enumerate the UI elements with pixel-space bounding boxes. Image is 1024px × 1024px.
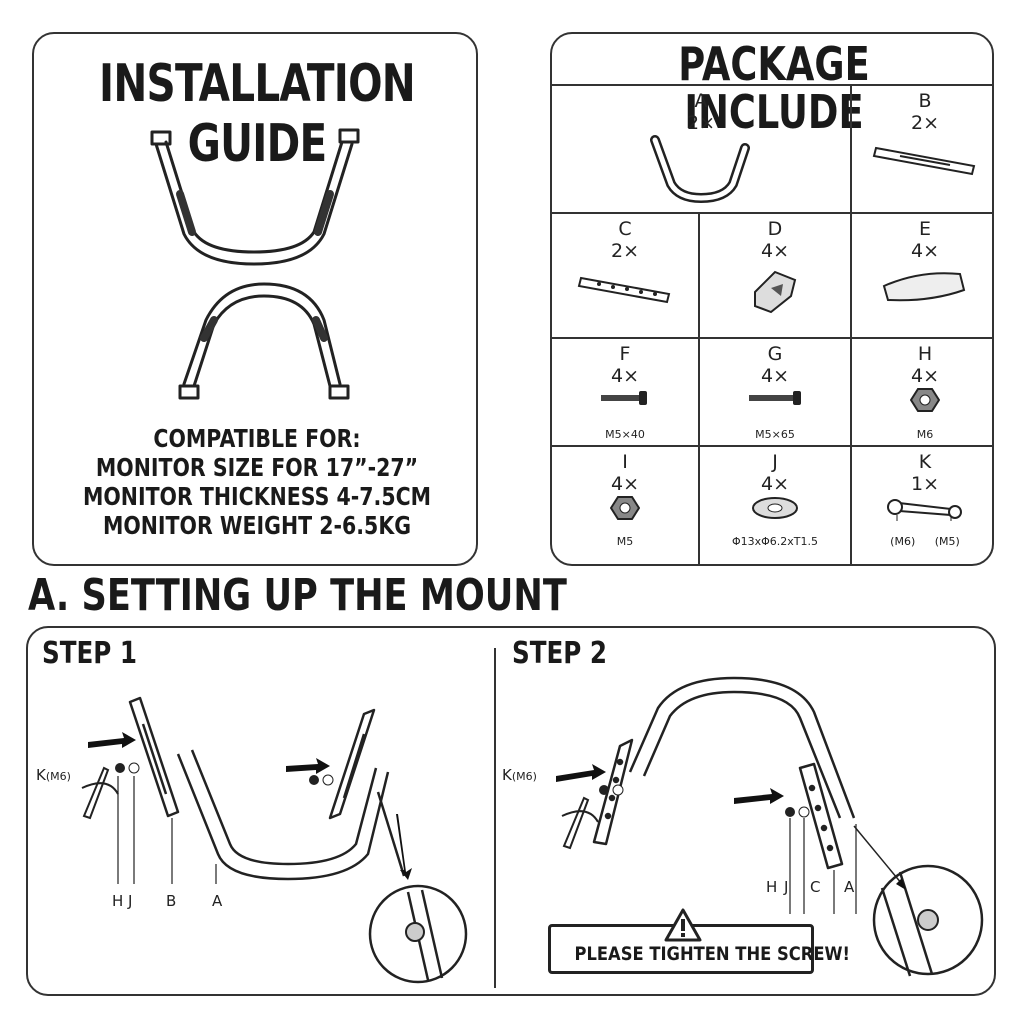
step-2-label-h: H [766,878,778,896]
plate-b-icon [872,146,976,176]
step-2-k-label: K [502,766,512,784]
step-1-k-size: (M6) [45,770,71,783]
steps-panel: STEP 1 STEP 2 [26,626,996,996]
part-cell-g: G 4× M5×65 [700,337,852,445]
step-2-title: STEP 2 [512,636,608,671]
part-letter: I [622,451,628,473]
part-quantity: 4× [760,473,789,495]
installation-guide-title: INSTALLATION GUIDE [99,54,416,174]
part-cell-d: D 4× [700,212,852,337]
part-letter: F [619,343,631,365]
clip-d-icon [754,270,797,314]
part-letter: B [918,90,932,112]
compatibility-specs: COMPATIBLE FOR: MONITOR SIZE FOR 17”-27”… [34,424,480,540]
step-1-k-label: K [36,766,46,784]
part-letter: K [918,451,932,473]
screw-f-icon [601,391,647,405]
part-cell-b: B 2× [852,84,992,212]
part-letter: A [694,90,708,112]
step-1-title: STEP 1 [42,636,138,671]
wrench-k-icon [887,499,962,521]
nut-h-icon [910,388,940,412]
package-include-panel: PACKAGE INCLUDE A 2× B 2× C 2× D 4× [550,32,994,566]
plate-c-icon [577,276,671,304]
wrench-size-m6: (M6) [890,535,916,548]
part-quantity: 4× [910,240,939,262]
part-cell-a: A 2× [552,84,852,212]
compat-heading: COMPATIBLE FOR: [153,424,361,453]
installation-guide-panel: INSTALLATION GUIDE COMPATIBLE FOR: MONIT… [32,32,478,566]
step-1-label-h: H [112,892,124,910]
part-letter: J [772,451,778,473]
washer-j-icon [752,497,798,519]
part-quantity: 4× [610,473,639,495]
step-2-diagram [556,676,984,977]
part-spec: M6 [916,428,934,441]
pad-e-icon [882,272,966,302]
step-2-label-c: C [810,878,821,896]
part-letter: H [917,343,933,365]
step-1-label-a: A [212,892,223,910]
part-letter: D [767,218,783,240]
part-letter: C [618,218,632,240]
part-quantity: 2× [910,112,939,134]
bracket-pair-illustration [150,128,360,400]
part-cell-i: I 4× M5 [552,445,700,564]
part-cell-j: J 4× Φ13xΦ6.2xT1.5 [700,445,852,564]
part-quantity: 4× [760,240,789,262]
part-quantity: 4× [610,365,639,387]
step-2-label-j: J [784,878,789,896]
part-letter: E [918,218,931,240]
part-cell-e: E 4× [852,212,992,337]
step-2-k-size: (M6) [511,770,537,783]
step-1-label-j: J [128,892,133,910]
part-letter: G [767,343,783,365]
section-a-title: A. SETTING UP THE MOUNT [28,570,567,621]
part-cell-k: K 1× (M6) (M5) [852,445,992,564]
step-divider [494,648,496,988]
step-1-diagram [81,696,468,984]
part-spec: M5 [616,535,634,548]
wrench-size-m5: (M5) [934,535,960,548]
step-1-label-b: B [166,892,177,910]
part-quantity: 4× [910,365,939,387]
screw-g-icon [749,391,801,405]
tighten-warning-box: PLEASE TIGHTEN THE SCREW! [548,908,850,974]
compat-thickness: MONITOR THICKNESS 4-7.5CM [82,482,432,511]
bracket-a-icon [650,135,750,204]
part-spec: M5×40 [605,428,645,441]
part-quantity: 2× [610,240,639,262]
compat-size: MONITOR SIZE FOR 17”-27” [95,453,419,482]
tighten-warning-text: PLEASE TIGHTEN THE SCREW! [574,943,850,965]
part-cell-f: F 4× M5×40 [552,337,700,445]
nut-i-icon [610,496,640,520]
part-spec: Φ13xΦ6.2xT1.5 [731,535,819,548]
compat-weight: MONITOR WEIGHT 2-6.5KG [102,511,412,540]
part-spec: M5×65 [755,428,795,441]
part-cell-h: H 4× M6 [852,337,992,445]
part-cell-c: C 2× [552,212,700,337]
warning-triangle-icon [664,908,702,942]
step-2-label-a: A [844,878,855,896]
package-include-title: PACKAGE INCLUDE [678,37,870,139]
part-quantity: 4× [760,365,789,387]
part-quantity: 2× [686,112,715,134]
part-quantity: 1× [910,473,939,495]
